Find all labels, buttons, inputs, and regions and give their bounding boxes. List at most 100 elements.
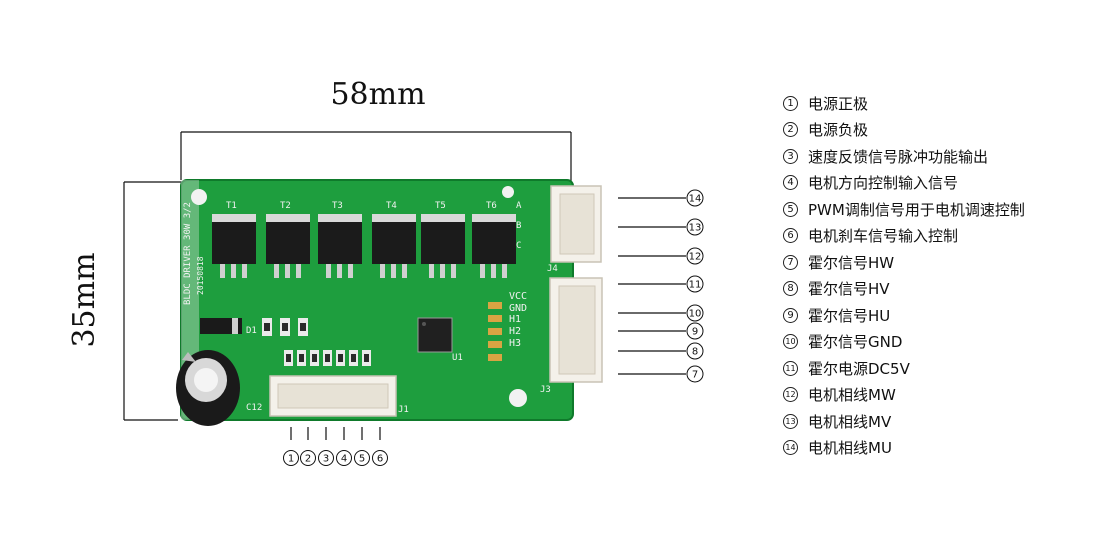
pin-number: 12 bbox=[689, 252, 702, 263]
mosfet-t3: T3 bbox=[318, 201, 362, 278]
board-label: BLDC DRIVER 30W 3/2 bbox=[183, 202, 193, 305]
legend-number: 7 bbox=[783, 254, 798, 270]
pin-marker bbox=[372, 450, 388, 466]
pin-number: 14 bbox=[689, 194, 702, 205]
pin-marker bbox=[354, 450, 370, 466]
legend-number: 14 bbox=[783, 440, 798, 456]
hall-pin-label: GND bbox=[509, 303, 527, 314]
mosfet-t1: T1 bbox=[212, 201, 256, 278]
pin-marker bbox=[686, 247, 704, 265]
pin-number: 2 bbox=[305, 454, 311, 465]
width-label: 58mm bbox=[330, 77, 425, 112]
pin-marker bbox=[283, 450, 299, 466]
pin-marker bbox=[686, 365, 704, 383]
pin-marker bbox=[300, 450, 316, 466]
legend-text: 霍尔电源DC5V bbox=[808, 359, 910, 378]
pin-marker bbox=[686, 189, 704, 207]
connector-j4 bbox=[550, 185, 602, 263]
legend-number: 2 bbox=[783, 122, 798, 138]
pin-marker bbox=[336, 450, 352, 466]
legend-number: 10 bbox=[783, 334, 798, 350]
mosfet-label: T4 bbox=[386, 201, 397, 211]
legend-text: 速度反馈信号脉冲功能输出 bbox=[808, 147, 989, 166]
ic-u1 bbox=[417, 317, 453, 353]
phase-label: B bbox=[516, 221, 521, 231]
legend-text: 电机刹车信号输入控制 bbox=[808, 227, 959, 246]
j3-label: J3 bbox=[540, 385, 551, 395]
j4-label: J4 bbox=[547, 264, 558, 274]
pin-number: 9 bbox=[692, 327, 698, 338]
j1-label: J1 bbox=[398, 405, 409, 415]
capacitor-smd bbox=[488, 315, 502, 322]
capacitor-smd bbox=[488, 341, 502, 348]
legend-text: 电机相线MV bbox=[808, 412, 892, 431]
legend-text: 电机相线MW bbox=[808, 386, 896, 405]
legend-number: 9 bbox=[783, 307, 798, 323]
pin-number: 6 bbox=[377, 454, 383, 465]
legend-item: 10 霍尔信号GND bbox=[783, 329, 1083, 356]
diode-label: D1 bbox=[246, 326, 257, 336]
mosfet-label: T2 bbox=[280, 201, 291, 211]
legend-text: 霍尔信号HV bbox=[808, 280, 890, 299]
resistor-group bbox=[262, 302, 502, 366]
mosfet-t4: T4 bbox=[372, 201, 416, 278]
width-dimension bbox=[180, 131, 572, 185]
mosfet-label: T1 bbox=[226, 201, 237, 211]
height-dimension bbox=[123, 181, 182, 421]
phase-label: C bbox=[516, 241, 521, 251]
height-label: 35mm bbox=[67, 252, 102, 347]
ic-label: U1 bbox=[452, 353, 463, 363]
legend-number: 1 bbox=[783, 95, 798, 111]
phase-label: A bbox=[516, 201, 522, 211]
capacitor-label: C12 bbox=[246, 403, 262, 413]
pin-number: 8 bbox=[692, 347, 698, 358]
legend-number: 13 bbox=[783, 413, 798, 429]
pin-number: 5 bbox=[359, 454, 365, 465]
hall-pin-label: H1 bbox=[509, 314, 521, 325]
mosfet-t5: T5 bbox=[421, 201, 465, 278]
pin-marker bbox=[318, 450, 334, 466]
legend-number: 11 bbox=[783, 360, 798, 376]
connector-j1 bbox=[269, 375, 397, 417]
pin-number: 3 bbox=[323, 454, 329, 465]
pin-number: 11 bbox=[689, 280, 702, 291]
legend-text: 电机方向控制输入信号 bbox=[808, 174, 959, 193]
mosfet-label: T3 bbox=[332, 201, 343, 211]
legend-item: 14 电机相线MU bbox=[783, 435, 1083, 462]
legend-number: 12 bbox=[783, 387, 798, 403]
capacitor-smd bbox=[488, 328, 502, 335]
legend-text: 电源正极 bbox=[808, 94, 869, 113]
board-date-code: 20150818 bbox=[196, 256, 205, 295]
pin-marker bbox=[686, 304, 704, 322]
legend-number: 5 bbox=[783, 201, 798, 217]
legend-number: 6 bbox=[783, 228, 798, 244]
capacitor-smd bbox=[488, 302, 502, 309]
electrolytic-capacitor bbox=[176, 350, 240, 426]
phase-labels: ABC bbox=[516, 201, 522, 251]
legend-text: 霍尔信号GND bbox=[808, 333, 903, 352]
connector-j3 bbox=[549, 277, 603, 383]
pin-number: 4 bbox=[341, 454, 347, 465]
mosfet-label: T5 bbox=[435, 201, 446, 211]
hall-pin-label: H2 bbox=[509, 326, 521, 337]
legend-item: 13 电机相线MV bbox=[783, 408, 1083, 435]
mosfet-label: T6 bbox=[486, 201, 497, 211]
legend-item: 1 电源正极 bbox=[783, 90, 1083, 117]
hall-pin-label: H3 bbox=[509, 338, 521, 349]
pin-number: 10 bbox=[689, 309, 702, 320]
legend-text: 电机相线MU bbox=[808, 439, 892, 458]
legend-text: 霍尔信号HW bbox=[808, 253, 895, 272]
pin-number: 1 bbox=[288, 454, 294, 465]
pin-number: 7 bbox=[692, 370, 698, 381]
mosfet-t6: T6 bbox=[472, 201, 516, 278]
mosfet-group: T1 T2 T3 T4 T5 T6 bbox=[212, 201, 516, 278]
